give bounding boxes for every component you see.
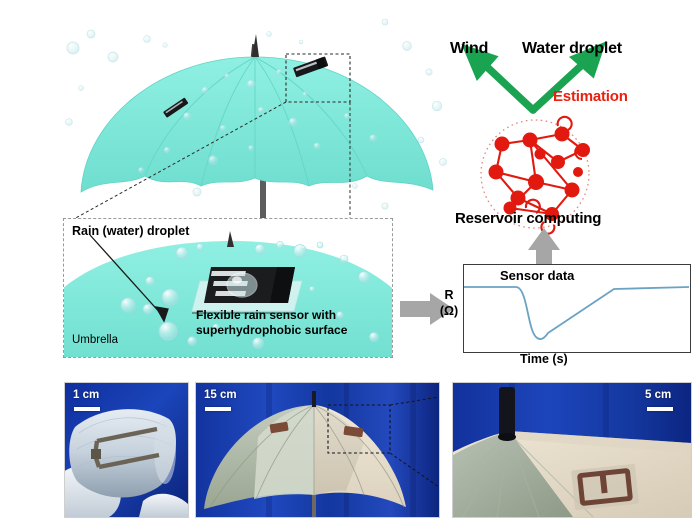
scalebar-line-5cm — [647, 407, 673, 411]
photo-flexible-sensor-on-fabric: 1 cm — [64, 382, 189, 518]
reservoir-boundary — [480, 119, 590, 229]
flexible-sensor-caption: Flexible rain sensor with superhydrophob… — [196, 308, 347, 337]
plot-title: Sensor data — [500, 268, 575, 283]
sensor-data-curve-svg — [464, 286, 690, 340]
estimation-arrows — [461, 41, 607, 114]
plot-ylabel: R (Ω) — [437, 288, 461, 319]
plot-xlabel: Time (s) — [520, 352, 568, 366]
umbrella-label: Umbrella — [72, 334, 119, 346]
inset-droplets — [120, 241, 379, 349]
scalebar-label-1cm: 1 cm — [73, 389, 100, 401]
photo-umbrella-with-sensors: 15 cm — [195, 382, 440, 518]
scalebar-label-5cm: 5 cm — [645, 389, 672, 401]
fabric-substrate — [69, 409, 176, 498]
sensor-device-right — [293, 56, 329, 78]
estimation-label: Estimation — [553, 88, 628, 105]
sensor-device-left — [163, 97, 189, 118]
sensor-data-plot — [463, 264, 691, 353]
sensor-to-plot-arrow — [400, 293, 454, 325]
umbrella-canopy-photo — [204, 391, 406, 517]
reservoir-nodes — [488, 126, 590, 221]
umbrella-canopy — [80, 34, 434, 193]
zoom-leader-lines-photo — [389, 396, 439, 488]
zoom-region-box — [285, 53, 351, 103]
water-droplet-label: Water droplet — [522, 40, 622, 57]
background-raindrops — [65, 18, 447, 210]
scalebar-line-1cm — [74, 407, 100, 411]
flexible-rain-sensor-device — [191, 267, 303, 314]
scalebar-label-15cm: 15 cm — [204, 389, 237, 401]
plot-to-reservoir-arrow — [528, 228, 560, 268]
rain-droplet-pointer-arrow — [89, 234, 169, 323]
flexible-sensor-caption-line2: superhydrophobic surface — [196, 322, 348, 337]
rain-droplet-label: Rain (water) droplet — [72, 224, 190, 238]
flexible-sensor-caption-line1: Flexible rain sensor with — [196, 308, 337, 322]
resistance-curve — [464, 286, 690, 340]
scalebar-line-15cm — [205, 407, 231, 411]
wind-label: Wind — [450, 40, 489, 57]
mounted-sensors — [269, 421, 364, 438]
photo-umbrella-sensor-closeup: 5 cm — [452, 382, 692, 518]
inset-zoom-panel — [63, 218, 393, 358]
umbrella-schematic-illustration — [55, 10, 455, 225]
canopy-droplets — [138, 69, 377, 173]
mounted-sensor-closeup — [571, 463, 639, 511]
reservoir-computing-label: Reservoir computing — [455, 210, 602, 227]
plot-ylabel-unit: (Ω) — [439, 303, 459, 318]
plot-ylabel-symbol: R — [444, 288, 454, 302]
umbrella-ferrule — [499, 387, 515, 437]
reservoir-computing-schematic — [440, 22, 700, 242]
electrode-contact-pad — [91, 449, 101, 459]
zoom-leader-lines — [62, 101, 351, 225]
